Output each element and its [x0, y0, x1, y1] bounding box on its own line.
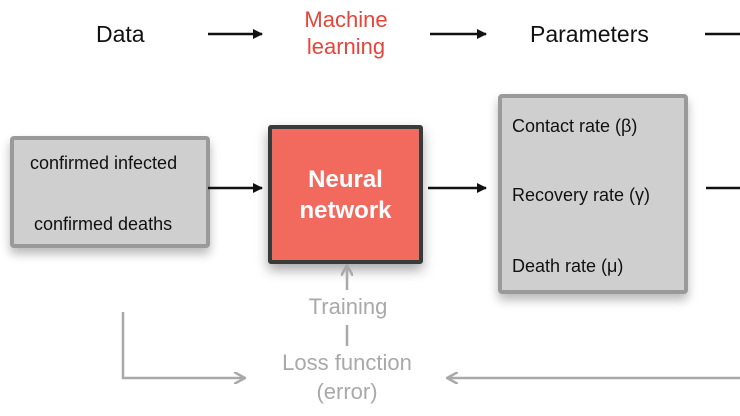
- ml-label-line2: learning: [306, 34, 386, 59]
- neural-network-box: Neural network: [268, 125, 423, 264]
- death-rate-text: Death rate (μ): [512, 256, 624, 276]
- confirmed-deaths-text: confirmed deaths: [34, 214, 173, 234]
- machine-learning-label: Machine learning: [280, 6, 412, 60]
- ml-label-line1: Machine: [304, 7, 388, 32]
- parameters-box: Contact rate (β) Recovery rate (γ) Death…: [498, 94, 688, 294]
- training-label: Training: [308, 294, 388, 319]
- nn-label-line1: Neural: [308, 165, 383, 193]
- loss-function-label: Loss function (error): [262, 348, 432, 406]
- data-box: confirmed infected confirmed deaths: [10, 136, 210, 248]
- data-to-loss-arrow: [121, 312, 244, 378]
- parameters-label: Parameters: [530, 21, 649, 47]
- nn-label-line2: network: [299, 196, 392, 224]
- recovery-rate-text: Recovery rate (γ): [512, 185, 651, 205]
- loss-line1: Loss function: [282, 350, 412, 375]
- loss-line2: (error): [316, 379, 378, 404]
- data-label: Data: [96, 21, 145, 47]
- contact-rate-text: Contact rate (β): [512, 116, 638, 136]
- confirmed-infected-text: confirmed infected: [30, 153, 178, 173]
